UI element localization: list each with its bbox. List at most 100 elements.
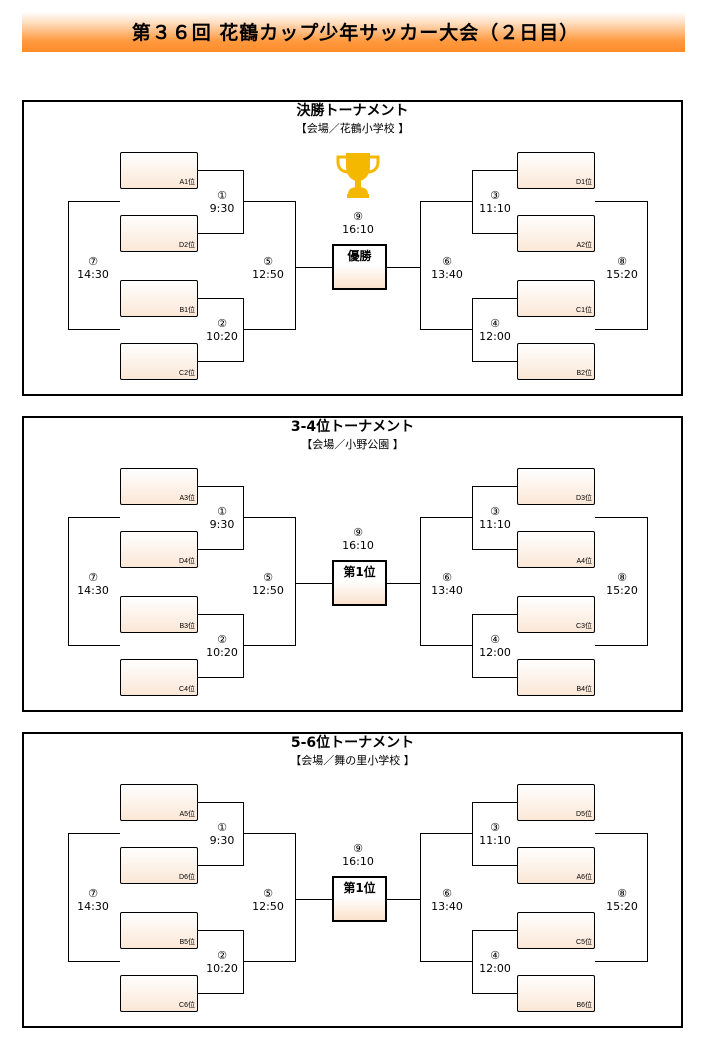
bracket-line [472,677,517,678]
seed-label: D1位 [576,179,592,186]
bracket-line [243,170,244,234]
seed-slot: B5位 [120,912,198,949]
bracket-line [386,583,420,584]
seed-slot: D5位 [517,784,595,821]
tournament-title: 3-4位トーナメント [290,419,415,435]
seed-label: C6位 [179,1002,195,1009]
seed-label: B3位 [179,623,195,630]
match-number: ⑤ [263,571,273,584]
seed-slot: D1位 [517,152,595,189]
seed-label: C4位 [179,686,195,693]
bracket-line [647,517,648,646]
bracket-line [595,517,647,518]
match-number: ① [217,189,227,202]
bracket-line [198,233,243,234]
bracket-line [472,614,517,615]
bracket-line [198,361,243,362]
bracket-line [386,267,420,268]
bracket-line [472,298,473,362]
bracket-line [420,201,421,330]
champion-label: 第1位 [343,565,376,579]
bracket-line [386,899,420,900]
bracket-line [243,329,295,330]
seed-label: D2位 [179,242,195,249]
match-time: 12:00 [479,962,511,975]
bracket-line [68,517,69,646]
bracket-line [198,549,243,550]
match-time: 16:10 [342,855,374,868]
seed-slot: A6位 [517,847,595,884]
seed-slot: A4位 [517,531,595,568]
bracket-line [198,298,243,299]
match-time: 13:40 [431,268,463,281]
tournament-title: 5-6位トーナメント [290,735,415,751]
bracket-line [472,865,517,866]
match-time: 13:40 [431,584,463,597]
bracket-line [472,993,517,994]
bracket-line [198,486,243,487]
match-number: ⑥ [442,255,452,268]
seed-slot: B2位 [517,343,595,380]
bracket-line [295,583,332,584]
match-time: 10:20 [206,646,238,659]
bracket-line [68,201,69,330]
match-number: ① [217,821,227,834]
seed-label: A2位 [576,242,592,249]
bracket-line [243,645,295,646]
seed-slot: C6位 [120,975,198,1012]
match-time: 14:30 [77,584,109,597]
match-time: 9:30 [209,834,235,847]
seed-label: A1位 [179,179,195,186]
bracket-line [647,201,648,330]
tournament-venue: 【会場／舞の里小学校 】 [290,754,415,767]
bracket-line [472,930,517,931]
match-number: ⑦ [88,887,98,900]
bracket-line [595,961,647,962]
match-time: 16:10 [342,539,374,552]
match-number: ④ [490,949,500,962]
seed-slot: C1位 [517,280,595,317]
match-number: ① [217,505,227,518]
trophy-icon [335,150,381,200]
seed-slot: C4位 [120,659,198,696]
bracket-line [647,833,648,962]
champion-box: 第1位 [332,560,387,606]
bracket-line [472,802,517,803]
bracket-line [472,170,517,171]
seed-label: B6位 [576,1002,592,1009]
bracket-line [295,267,332,268]
bracket-line [243,201,295,202]
bracket-line [595,833,647,834]
bracket-line [198,802,243,803]
match-number: ③ [490,189,500,202]
bracket-line [68,201,120,202]
match-time: 12:00 [479,646,511,659]
bracket-line [472,930,473,994]
seed-label: C1位 [576,307,592,314]
match-time: 11:10 [479,202,511,215]
seed-label: D5位 [576,811,592,818]
seed-label: D3位 [576,495,592,502]
seed-slot: D2位 [120,215,198,252]
match-time: 10:20 [206,962,238,975]
champion-box: 優勝 [332,244,387,290]
match-number: ② [217,633,227,646]
seed-slot: A5位 [120,784,198,821]
seed-slot: B4位 [517,659,595,696]
seed-label: A3位 [179,495,195,502]
seed-label: B4位 [576,686,592,693]
